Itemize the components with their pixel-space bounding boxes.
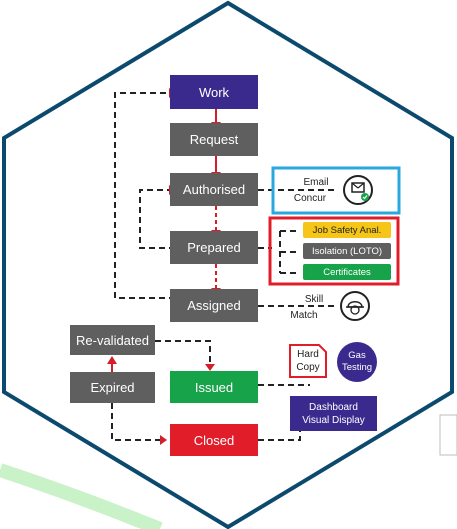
document-icon	[289, 344, 327, 378]
email-approval-icon	[343, 175, 373, 205]
match-label: Match	[290, 310, 318, 321]
chip-job-safety[interactable]: Job Safety Anal.	[303, 222, 391, 238]
hard-label: Hard	[297, 349, 319, 360]
decor-swoosh	[0, 463, 163, 529]
node-issued[interactable]: Issued	[170, 371, 258, 403]
dashboard-box[interactable]	[290, 396, 377, 431]
node-work[interactable]: Work	[170, 75, 258, 109]
chip-isolation[interactable]: Isolation (LOTO)	[303, 243, 391, 259]
node-revalidated[interactable]: Re-validated	[70, 325, 155, 355]
node-prepared[interactable]: Prepared	[170, 231, 258, 264]
gas-testing-badge[interactable]	[337, 342, 377, 382]
chip-certificates[interactable]: Certificates	[303, 264, 391, 280]
node-authorised[interactable]: Authorised	[170, 173, 258, 206]
dashboard-label: Dashboard	[309, 402, 358, 413]
email-label: Email	[303, 177, 329, 188]
concur-label: Concur	[293, 193, 327, 204]
copy-label: Copy	[296, 362, 320, 373]
worker-helmet-icon	[340, 291, 370, 321]
gas-label: Gas	[348, 350, 366, 361]
testing-label: Testing	[341, 362, 373, 373]
checklist-frame	[268, 216, 400, 286]
node-expired[interactable]: Expired	[70, 372, 155, 403]
node-assigned[interactable]: Assigned	[170, 289, 258, 322]
edge-panel	[439, 414, 457, 456]
node-closed[interactable]: Closed	[170, 424, 258, 456]
email-concur-frame	[271, 166, 401, 215]
skill-label: Skill	[304, 294, 324, 305]
node-request[interactable]: Request	[170, 123, 258, 156]
visual-display-label: Visual Display	[302, 415, 365, 426]
